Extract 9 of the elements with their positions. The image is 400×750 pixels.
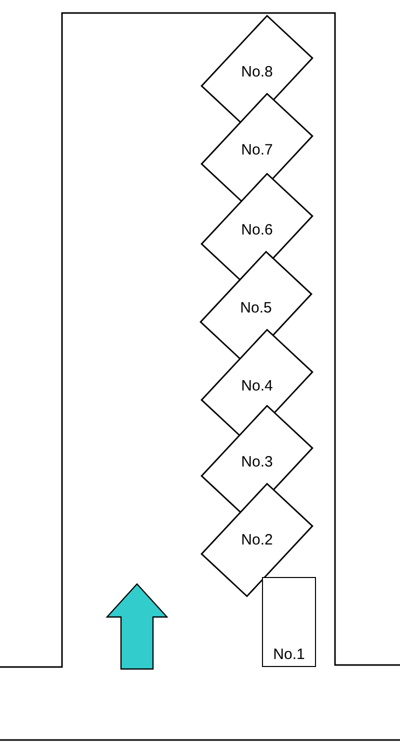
space-number: No.6	[241, 222, 273, 238]
space-number: No.2	[241, 532, 273, 548]
space-number: No.7	[241, 142, 273, 158]
parking-space	[262, 577, 316, 667]
space-number: No.3	[241, 454, 273, 470]
space-number: No.5	[240, 300, 272, 316]
space-number: No.4	[241, 378, 273, 394]
space-number: No.1	[273, 647, 305, 662]
space-number: No.8	[241, 64, 273, 80]
